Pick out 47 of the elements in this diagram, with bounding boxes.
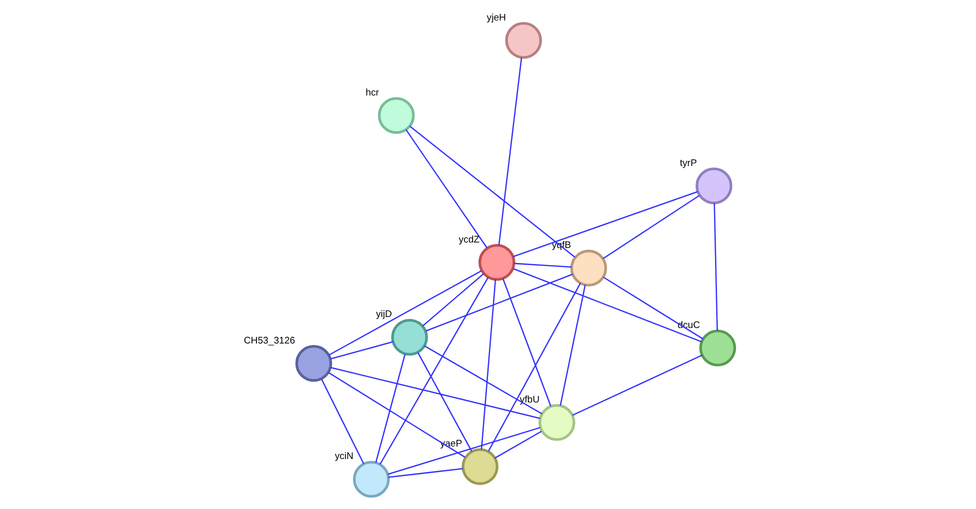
- node-label: yciN: [334, 451, 353, 462]
- connector: [405, 129, 488, 248]
- connector: [559, 284, 586, 406]
- connector: [328, 270, 482, 356]
- connector: [388, 468, 462, 478]
- node-label: yfbU: [519, 394, 540, 406]
- connector: [425, 274, 572, 332]
- connector: [374, 354, 406, 463]
- node-label: tyrP: [679, 158, 696, 169]
- connector: [498, 57, 522, 246]
- connector: [328, 372, 465, 458]
- connector: [512, 268, 702, 342]
- node-circle: [504, 22, 542, 59]
- connector: [422, 273, 484, 326]
- node-circle: [478, 244, 515, 281]
- connector: [424, 345, 542, 414]
- connector: [713, 203, 718, 331]
- connector: [514, 262, 572, 268]
- node-circle: [695, 168, 732, 204]
- connector: [408, 126, 575, 258]
- node-circle: [538, 404, 575, 441]
- connector: [480, 279, 496, 450]
- connector: [502, 278, 551, 406]
- connector: [494, 430, 542, 459]
- node-label: hcr: [365, 87, 378, 98]
- connector: [378, 277, 488, 465]
- node-circle: [461, 448, 498, 485]
- connector: [330, 341, 393, 360]
- node-circle: [377, 97, 414, 134]
- node-circle: [294, 345, 332, 382]
- connector: [330, 366, 540, 419]
- connector: [512, 191, 698, 258]
- node-circle: [352, 460, 390, 498]
- connector: [320, 378, 364, 464]
- connector: [572, 354, 702, 416]
- node-label: yijD: [375, 309, 392, 320]
- node-label: ycdZ: [458, 234, 480, 246]
- connector: [487, 282, 580, 452]
- connector: [602, 194, 700, 260]
- connector: [416, 352, 472, 452]
- connector: [602, 276, 703, 340]
- connector: [387, 426, 540, 475]
- node-circle: [570, 250, 607, 286]
- node-circle: [390, 318, 428, 356]
- node-label: CH53_3126: [243, 335, 295, 346]
- node-label: yjeH: [486, 12, 506, 24]
- node-circle: [698, 330, 736, 366]
